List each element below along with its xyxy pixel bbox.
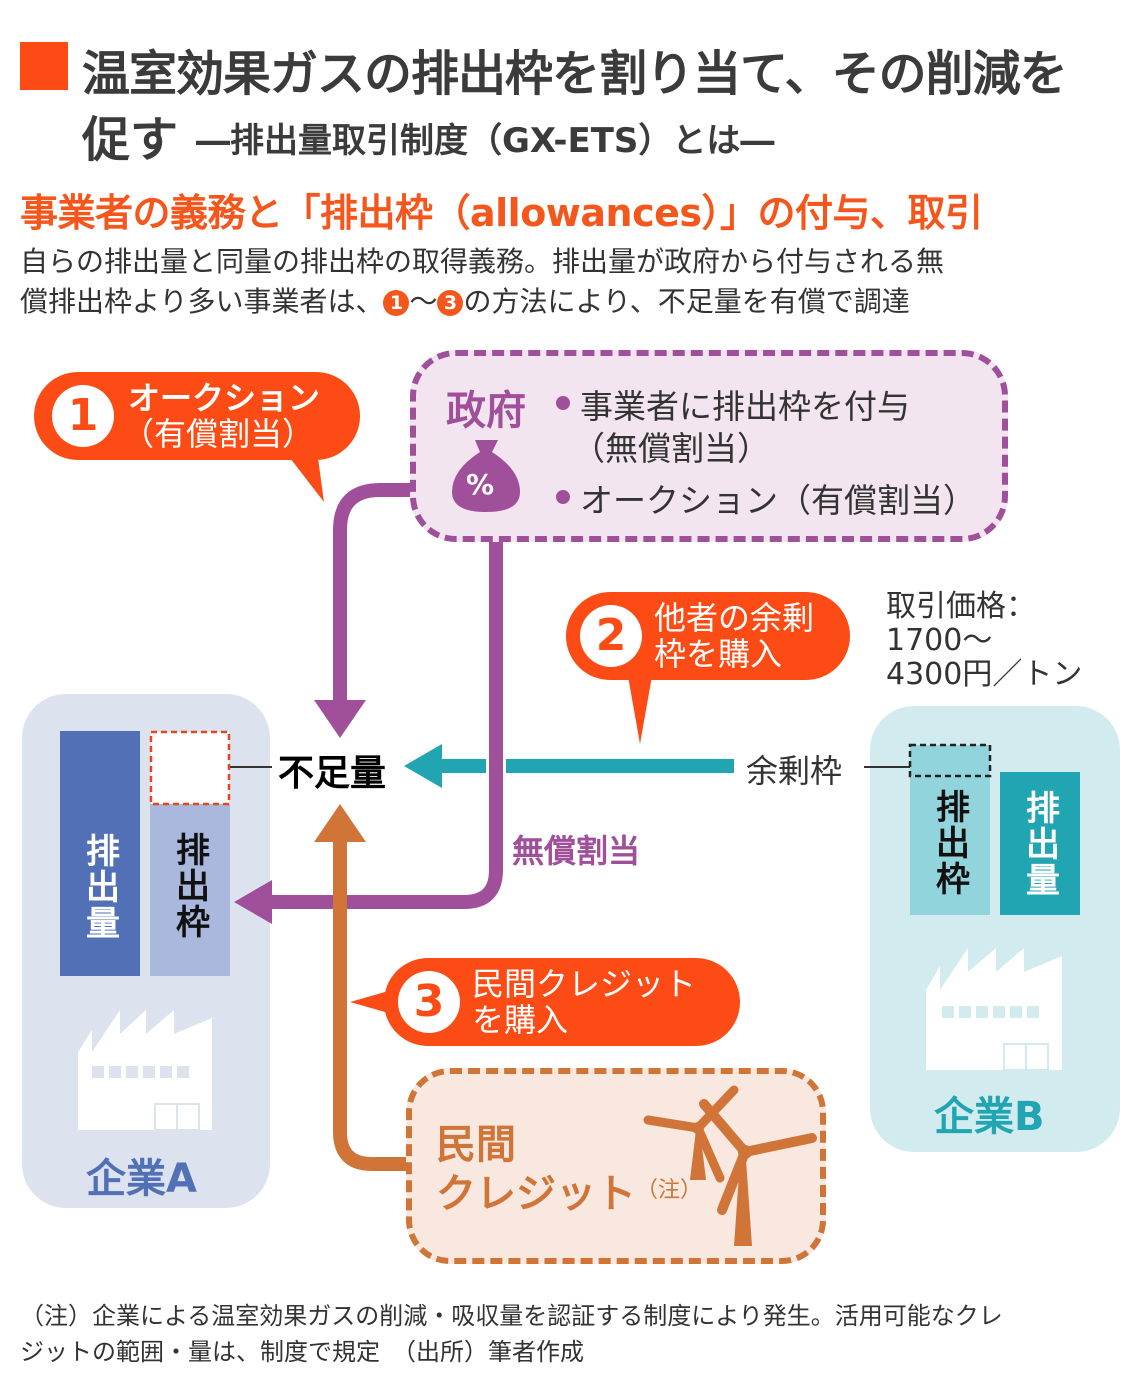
government-item-1: 事業者に排出枠を付与 [556, 380, 910, 428]
factory-icon [926, 948, 1062, 1071]
company-b-surplus-box [908, 743, 992, 778]
private-credit-line2: クレジット（注） [436, 1168, 702, 1217]
company-a-allowance-label: 排出枠 [169, 832, 210, 940]
private-credit-label: 民間 クレジット（注） [436, 1122, 702, 1217]
private-credit-note: （注） [636, 1178, 703, 1203]
callout-1-line1: オークション [128, 379, 321, 417]
auction-arrow-head [314, 700, 366, 738]
auction-arrow-line [333, 483, 410, 700]
page-title-line2: 促す ―排出量取引制度（GX-ETS）とは― [82, 100, 774, 170]
desc-line2-b: の方法により、不足量を有償で調達 [463, 285, 910, 318]
company-b-emissions-label-wrap: 排出量 [1000, 786, 1080, 902]
callout-3-tail [350, 990, 392, 1014]
government-item-2: オークション（有償割当） [556, 474, 976, 522]
price-label: 取引価格： [886, 589, 1036, 624]
money-bag-percent-icon [452, 440, 520, 512]
desc-line1: 自らの排出量と同量の排出枠の取得義務。排出量が政府から付与される無 [20, 245, 945, 278]
num-badge-3: 3 [437, 290, 464, 316]
title-marker [20, 42, 68, 90]
private-credit-line1: 民間 [436, 1122, 516, 1168]
government-box [410, 350, 1008, 542]
company-a-emissions-label: 排出量 [79, 833, 120, 941]
callout-1-tail [290, 458, 324, 502]
private-credit-line2-text: クレジット [436, 1171, 636, 1217]
company-a-allowance-bar [150, 804, 230, 976]
desc-line2-a: 償排出枠より多い事業者は、 [20, 285, 384, 318]
government-item-1-line2: （無償割当） [572, 429, 770, 468]
callout-2-tail [628, 676, 652, 744]
callout-3-line1: 民間クレジット [472, 965, 697, 1003]
callout-surplus: 2 他者の余剰 枠を購入 [566, 592, 850, 680]
callout-auction: 1 オークション （有償割当） [34, 372, 360, 460]
company-b-name: 企業B [934, 1094, 1045, 1140]
callout-2-line2: 枠を購入 [654, 635, 783, 673]
money-bag-percent-text: % [466, 468, 495, 501]
callout-1-line2: （有償割当） [122, 415, 315, 453]
callout-3-line2: を購入 [472, 1001, 569, 1039]
callout-2-line1: 他者の余剰 [654, 599, 815, 637]
bullet-icon [556, 490, 570, 504]
shortage-label: 不足量 [278, 753, 387, 794]
section-description: 自らの排出量と同量の排出枠の取得義務。排出量が政府から付与される無 償排出枠より… [20, 242, 1130, 322]
company-b-emissions-bar [1000, 772, 1080, 915]
government-item-1-line1: 事業者に排出枠を付与 [580, 387, 910, 426]
price-high: 4300円／トン [886, 657, 1083, 692]
callout-2-number: 2 [580, 605, 642, 667]
company-b-allowance-label-wrap: 排出枠 [910, 788, 990, 898]
company-a-allowance-label-wrap: 排出枠 [150, 826, 230, 946]
company-b-allowance-label: 排出枠 [929, 789, 970, 897]
footnote: （注）企業による温室効果ガスの削減・吸収量を認証する制度により発生。活用可能なク… [20, 1298, 1130, 1370]
section-heading: 事業者の義務と「排出枠（allowances）」の付与、取引 [20, 191, 983, 235]
callout-1-number: 1 [52, 385, 114, 447]
government-item-2-line1: オークション（有償割当） [580, 481, 976, 520]
free-alloc-arrow-head [234, 880, 272, 924]
company-a-shortage-box [149, 730, 231, 806]
page-title-line2-text: 促す [82, 112, 179, 168]
price-low: 1700〜 [886, 623, 993, 658]
page-title-line1: 温室効果ガスの排出枠を割り当て、その削減を [82, 46, 1068, 102]
private-credit-box [406, 1068, 826, 1264]
company-a-name: 企業A [86, 1156, 197, 1202]
footnote-line2: ジットの範囲・量は、制度で規定 （出所）筆者作成 [20, 1338, 584, 1366]
free-allocation-label: 無償割当 [512, 832, 641, 870]
factory-icon [78, 1010, 212, 1131]
num-badge-1: 1 [383, 290, 410, 316]
company-a-emissions-label-wrap: 排出量 [60, 812, 140, 962]
company-b-allowance-bar [910, 776, 990, 915]
company-b-emissions-label: 排出量 [1019, 790, 1060, 898]
wind-turbine-icon [643, 1085, 817, 1246]
trade-price: 取引価格： 1700〜 4300円／トン [886, 590, 1082, 692]
company-a-emissions-bar [60, 731, 140, 976]
callout-credit: 3 民間クレジット を購入 [384, 958, 740, 1046]
government-label: 政府 [446, 388, 526, 434]
credit-arrow-head [314, 804, 366, 842]
surplus-label: 余剰枠 [746, 752, 843, 790]
page-subtitle: ―排出量取引制度（GX-ETS）とは― [196, 121, 775, 161]
desc-tilde: 〜 [409, 285, 438, 318]
callout-3-number: 3 [398, 971, 460, 1033]
bullet-icon [556, 396, 570, 410]
free-alloc-arrow-line [272, 542, 503, 909]
surplus-arrow-head [404, 744, 442, 788]
credit-arrow-line [333, 842, 406, 1171]
footnote-line1: （注）企業による温室効果ガスの削減・吸収量を認証する制度により発生。活用可能なク… [20, 1302, 1003, 1330]
